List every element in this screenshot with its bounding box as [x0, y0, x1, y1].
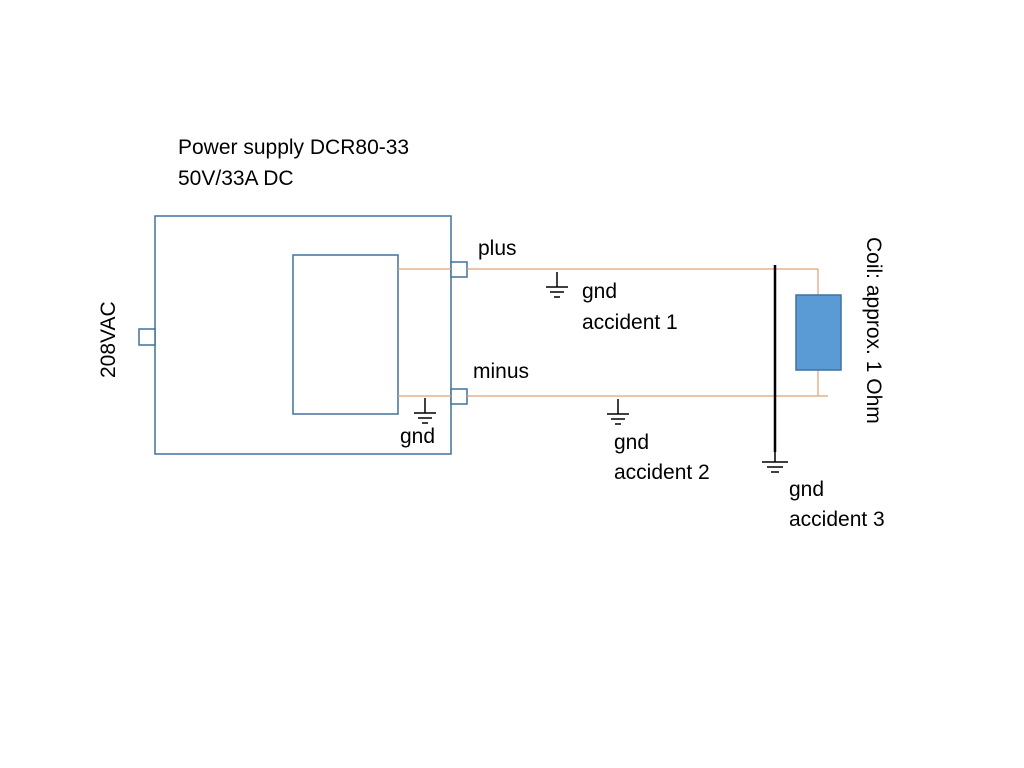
ground-icon	[414, 398, 436, 424]
power-supply-box	[154, 215, 452, 455]
accident-1-label: accident 1	[582, 311, 678, 334]
coil-label: Coil: approx. 1 Ohm	[862, 237, 885, 424]
power-supply-title: Power supply DCR80-33	[178, 136, 410, 159]
accident-2-gnd-label: gnd	[614, 431, 650, 454]
accident-3-label: accident 3	[789, 508, 885, 531]
ground-icon	[546, 272, 568, 298]
ground-icon	[607, 399, 629, 425]
ground-icon	[762, 452, 788, 473]
accident-1-gnd-label: gnd	[582, 280, 618, 303]
wires	[398, 268, 828, 397]
plus-label: plus	[478, 237, 517, 260]
inner-module-box	[292, 254, 399, 415]
internal-gnd-label: gnd	[400, 425, 436, 448]
power-supply-rating: 50V/33A DC	[178, 167, 294, 190]
accident-2-label: accident 2	[614, 461, 710, 484]
ac-input-label: 208VAC	[97, 301, 120, 378]
ac-input-terminal	[138, 328, 156, 346]
minus-terminal	[450, 388, 468, 405]
accident-3-gnd-label: gnd	[789, 478, 825, 501]
minus-label: minus	[473, 360, 530, 383]
plus-terminal	[450, 261, 468, 278]
coil	[795, 294, 842, 371]
